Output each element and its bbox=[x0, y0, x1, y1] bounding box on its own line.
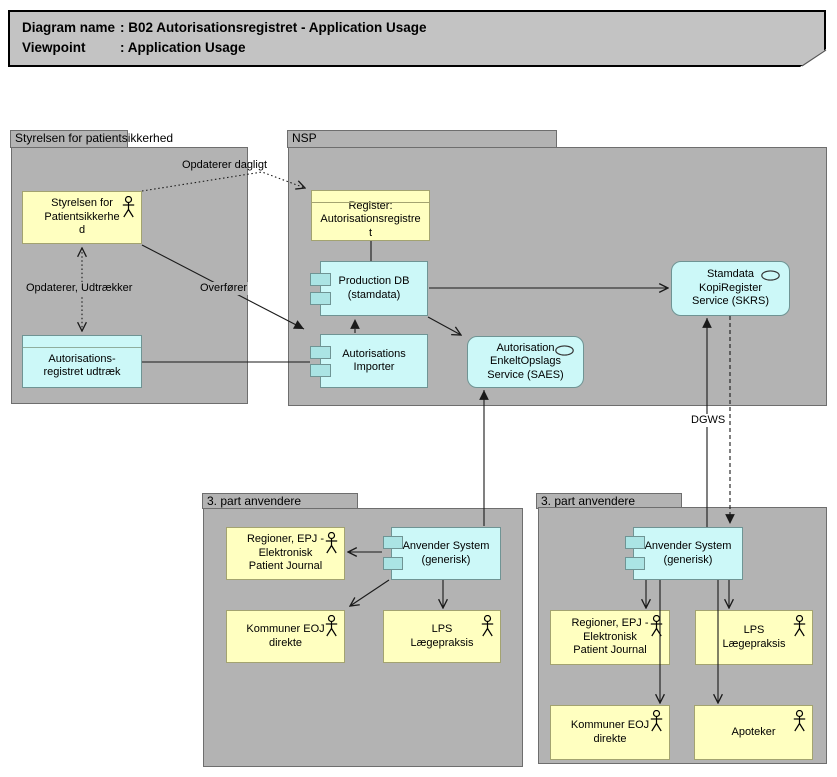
component-autorisations-importer[interactable]: Autorisations Importer bbox=[310, 334, 428, 388]
node-regioner-epj-right[interactable]: Regioner, EPJ - Elektronisk Patient Jour… bbox=[550, 610, 670, 665]
actor-icon bbox=[793, 615, 806, 637]
node-label: LPS Lægepraksis bbox=[410, 623, 474, 649]
node-label: Kommuner EOJ direkte bbox=[570, 719, 650, 745]
actor-icon bbox=[793, 710, 806, 732]
node-label: Register: Autorisationsregistre t bbox=[320, 199, 421, 239]
service-oval-icon bbox=[761, 270, 780, 281]
node-kommuner-eoj-right[interactable]: Kommuner EOJ direkte bbox=[550, 705, 670, 760]
artifact-strip-icon bbox=[23, 347, 141, 348]
node-register-autorisationsregistret[interactable]: Register: Autorisationsregistre t bbox=[311, 190, 430, 241]
group-tab-third-party-left[interactable]: 3. part anvendere bbox=[202, 493, 358, 509]
actor-icon bbox=[122, 196, 135, 218]
node-label: Autorisation EnkeltOpslags Service (SAES… bbox=[487, 341, 564, 381]
node-label: Production DB (stamdata) bbox=[338, 275, 410, 301]
viewpoint-label: Viewpoint bbox=[22, 40, 86, 55]
artifact-strip-icon bbox=[312, 202, 429, 203]
viewpoint-value: : Application Usage bbox=[120, 40, 246, 55]
actor-icon bbox=[650, 615, 663, 637]
component-tab-icon bbox=[310, 292, 331, 305]
node-apoteker[interactable]: Apoteker bbox=[694, 705, 813, 760]
service-oval-icon bbox=[555, 345, 574, 356]
component-tab-icon bbox=[310, 364, 331, 377]
component-tab-icon bbox=[310, 273, 331, 286]
component-anvender-system-right[interactable]: Anvender System (generisk) bbox=[625, 527, 743, 580]
group-tab-styrelsen[interactable]: Styrelsen for patientsikkerhed bbox=[10, 130, 173, 148]
group-tab-third-party-right[interactable]: 3. part anvendere bbox=[536, 493, 682, 509]
node-label: Styrelsen for Patientsikkerhe d bbox=[44, 197, 120, 237]
node-label: Anvender System (generisk) bbox=[644, 540, 732, 566]
actor-icon bbox=[325, 615, 338, 637]
component-production-db[interactable]: Production DB (stamdata) bbox=[310, 261, 428, 316]
title-row-diagram-name: Diagram name : B02 Autorisationsregistre… bbox=[22, 18, 824, 38]
node-label: LPS Lægepraksis bbox=[722, 624, 786, 650]
node-regioner-epj-left[interactable]: Regioner, EPJ - Elektronisk Patient Jour… bbox=[226, 527, 345, 580]
node-styrelsen-for-patientsikkerhed[interactable]: Styrelsen for Patientsikkerhe d bbox=[22, 191, 142, 244]
component-tab-icon bbox=[310, 346, 331, 359]
component-tab-icon bbox=[383, 536, 403, 549]
node-label: Apoteker bbox=[731, 725, 776, 738]
service-saes[interactable]: Autorisation EnkeltOpslags Service (SAES… bbox=[467, 336, 584, 388]
node-label: Regioner, EPJ - Elektronisk Patient Jour… bbox=[246, 533, 325, 573]
actor-icon bbox=[481, 615, 494, 637]
title-label: Diagram name bbox=[22, 20, 116, 35]
component-tab-icon bbox=[383, 557, 403, 570]
node-lps-laegepraksis-left[interactable]: LPS Lægepraksis bbox=[383, 610, 501, 663]
title-row-viewpoint: Viewpoint : Application Usage bbox=[22, 38, 824, 58]
service-skrs[interactable]: Stamdata KopiRegister Service (SKRS) bbox=[671, 261, 790, 316]
connector-label-overfoerer: Overfører bbox=[199, 282, 249, 295]
component-anvender-system-left[interactable]: Anvender System (generisk) bbox=[383, 527, 501, 580]
title-value: : B02 Autorisationsregistret - Applicati… bbox=[120, 20, 427, 35]
actor-icon bbox=[325, 532, 338, 554]
connector-label-opdaterer-dagligt: Opdaterer dagligt bbox=[182, 159, 267, 171]
group-tab-nsp[interactable]: NSP bbox=[287, 130, 557, 148]
node-lps-laegepraksis-right[interactable]: LPS Lægepraksis bbox=[695, 610, 813, 665]
connector-label-opdaterer-udtraekker: Opdaterer, Udtrækker bbox=[25, 282, 134, 295]
node-kommuner-eoj-left[interactable]: Kommuner EOJ direkte bbox=[226, 610, 345, 663]
actor-icon bbox=[650, 710, 663, 732]
node-label: Autorisations- registret udtræk bbox=[43, 352, 121, 379]
component-tab-icon bbox=[625, 557, 645, 570]
node-label: Stamdata KopiRegister Service (SKRS) bbox=[691, 268, 770, 308]
connector-label-dgws: DGWS bbox=[689, 414, 728, 427]
node-label: Regioner, EPJ - Elektronisk Patient Jour… bbox=[571, 617, 649, 657]
component-tab-icon bbox=[625, 536, 645, 549]
node-autorisationsregistret-udtraek[interactable]: Autorisations- registret udtræk bbox=[22, 335, 142, 388]
node-label: Kommuner EOJ direkte bbox=[246, 623, 325, 649]
diagram-title-box: Diagram name : B02 Autorisationsregistre… bbox=[8, 10, 826, 67]
node-label: Anvender System (generisk) bbox=[402, 540, 490, 566]
node-label: Autorisations Importer bbox=[342, 347, 406, 374]
